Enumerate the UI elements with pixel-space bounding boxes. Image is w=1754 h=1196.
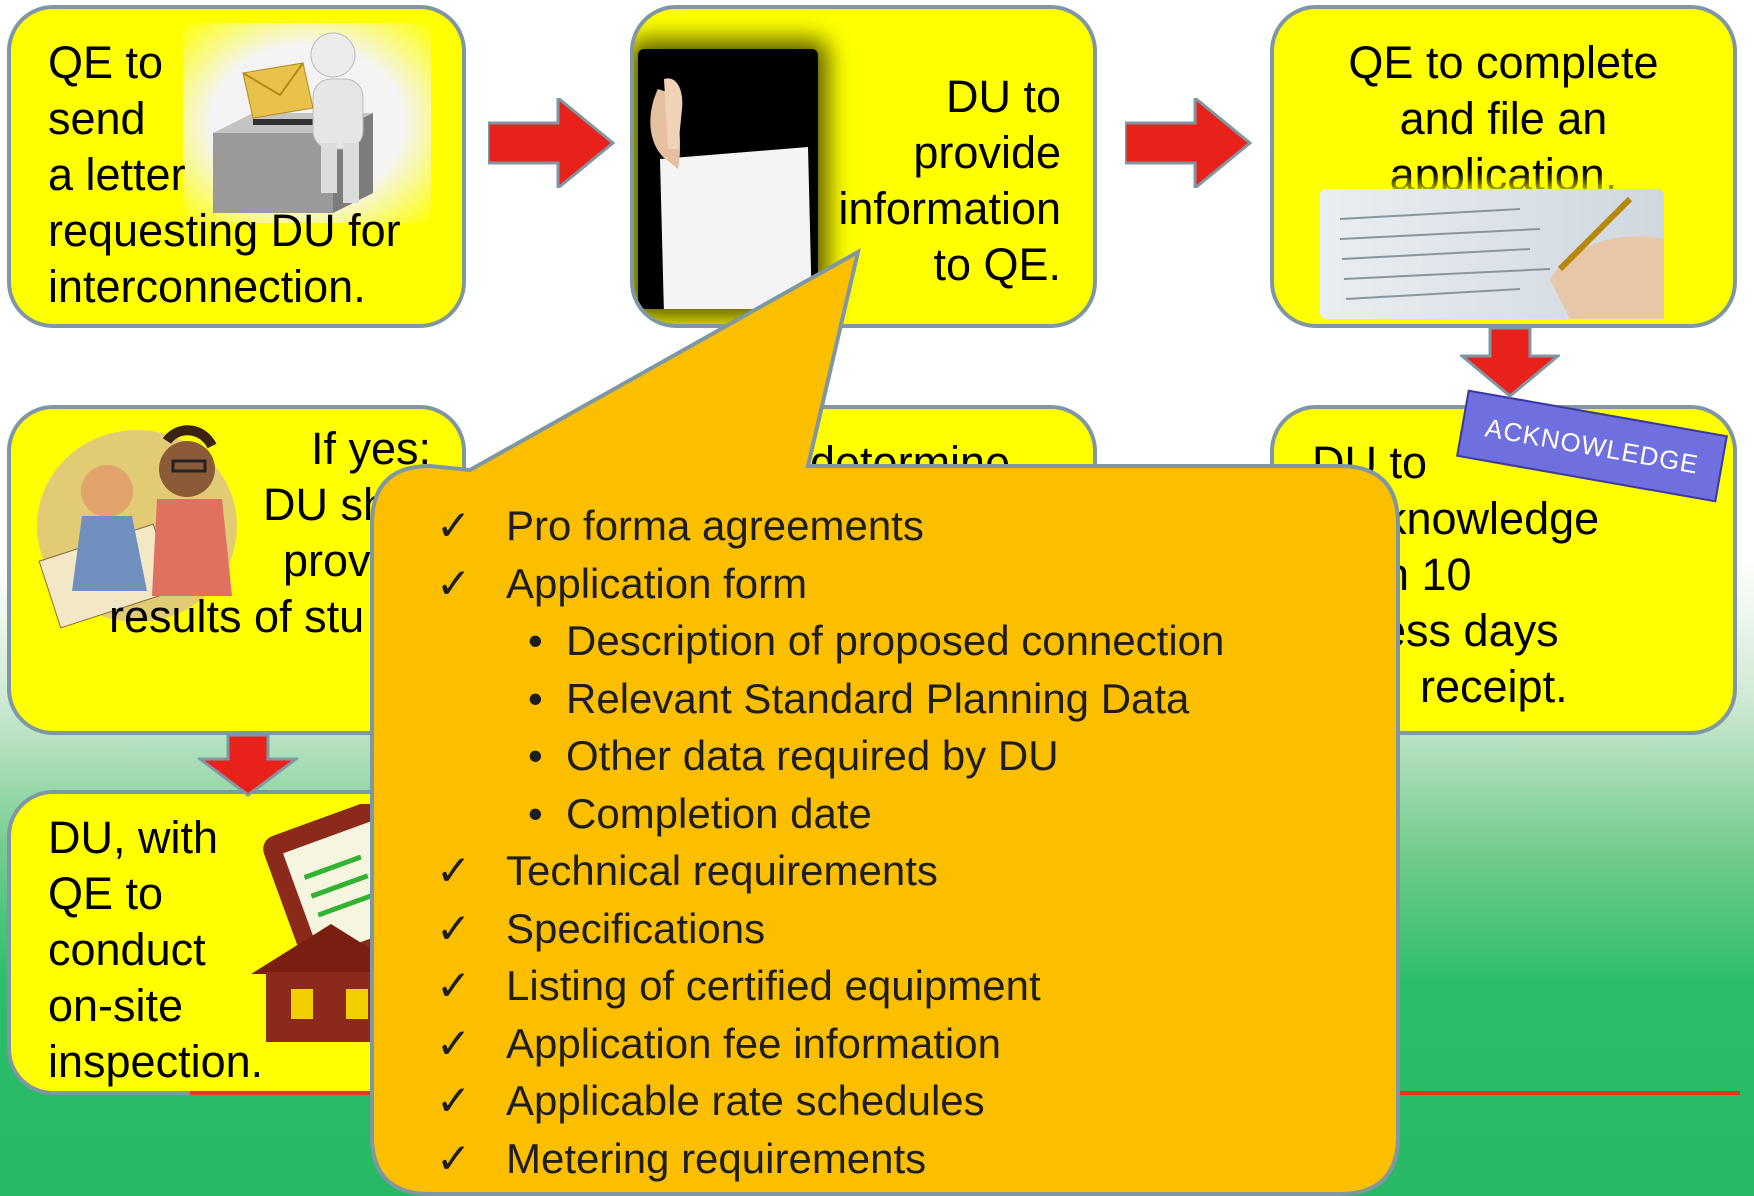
step1-line-2: send [48,93,146,144]
step-box-2: DU to provide information to QE. [630,5,1097,328]
bullet-icon: • [528,617,543,664]
callout-subitem-label: Description of proposed connection [566,617,1225,664]
step6-line-1: If yes: [311,423,432,474]
step7-line-2: QE to [48,868,164,919]
step4-line-3: n 10 [1384,549,1472,600]
step3-line-1: QE to complete [1348,37,1659,88]
step7-line-4: on-site [48,980,184,1031]
callout-item-label: Application fee information [506,1019,1001,1067]
step7-line-5: inspection. [48,1036,264,1087]
step6-line-4: results of stu [109,591,365,642]
check-icon: ✓ [436,847,472,894]
step2-line-2: provide [913,127,1061,178]
check-icon: ✓ [436,1077,472,1124]
step6-line-3: prov [283,535,371,586]
bullet-icon: • [528,789,543,837]
step-box-1: QE to send a letter requesting DU for in… [7,5,466,328]
step3-line-2: and file an [1399,93,1608,144]
step5-line-1: determine [810,437,1011,488]
step-box-6: If yes: DU sh prov results of stu [7,405,466,735]
step1-line-1: QE to [48,37,164,88]
step2-line-4: to QE. [933,239,1061,290]
step1-line-4: requesting DU for [48,205,401,256]
check-icon: ✓ [436,904,472,952]
callout-item-label: Listing of certified equipment [506,962,1041,1009]
step6-line-2: DU sh [263,479,389,530]
callout-item-label: Specifications [506,904,766,952]
arrow-right-2-icon [1125,98,1253,188]
check-icon: ✓ [436,559,472,607]
clipboard-house-icon [241,800,431,1044]
check-icon: ✓ [436,502,472,549]
check-icon: ✓ [436,1134,472,1182]
bullet-icon: • [528,732,543,779]
step-box-3: QE to complete and file an application. [1270,5,1737,328]
callout-item-label: Applicable rate schedules [506,1077,985,1124]
step4-line-4: hess days [1356,605,1559,656]
step4-line-2: knowledge [1384,493,1600,544]
step7-line-3: conduct [48,924,206,975]
callout-item-label: Pro forma agreements [506,502,924,549]
callout-subitem-label: Other data required by DU [566,732,1059,779]
step1-line-5: interconnection. [48,261,366,312]
step4-line-5: receipt. [1420,661,1568,712]
callout-item-label: Metering requirements [506,1134,927,1182]
arrow-down-1-icon [1460,328,1560,398]
check-icon: ✓ [436,962,472,1009]
hand-holding-paper-icon [638,49,818,315]
step2-line-1: DU to [945,71,1061,122]
callout-subitem-label: Relevant Standard Planning Data [566,674,1190,722]
ballot-box-person-icon [183,23,431,223]
bullet-icon: • [528,674,543,722]
callout-item-label: Technical requirements [506,847,938,894]
step-box-7: DU, with QE to conduct on-site inspectio… [7,790,466,1095]
arrow-down-2-icon [198,735,298,797]
step2-line-3: information [838,183,1061,234]
arrow-right-1-icon [488,98,616,188]
hand-writing-document-icon [1320,189,1664,319]
callout-item-label: Application form [506,559,808,607]
step1-line-3: a letter [48,149,186,200]
step4-line-1: DU to [1312,437,1428,488]
check-icon: ✓ [436,1019,472,1067]
people-studying-icon [27,421,257,631]
callout-subitem-label: Completion date [566,789,872,837]
step7-line-1: DU, with [48,812,219,863]
